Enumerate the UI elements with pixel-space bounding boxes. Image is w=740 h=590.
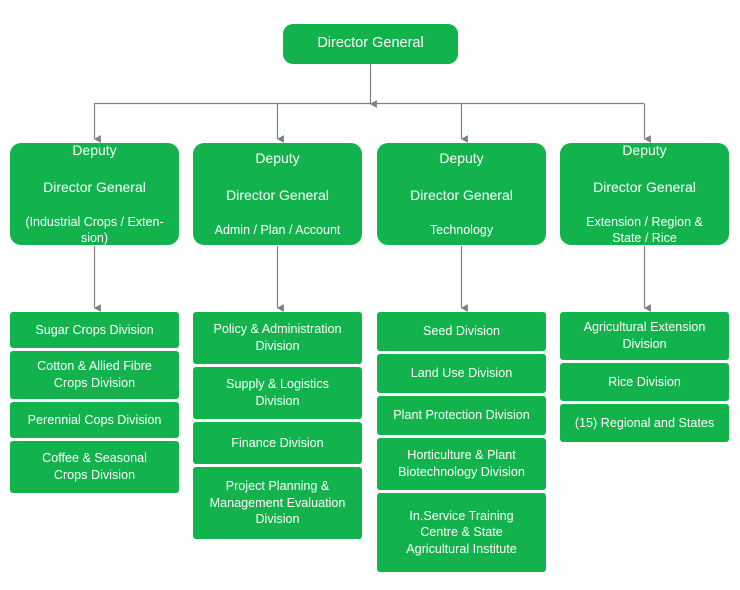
node-label: (15) Regional and States bbox=[574, 415, 715, 430]
node-deputy-director-general-3[interactable]: Deputy Director General Technology bbox=[377, 143, 546, 245]
node-label: Agricultural Extension Division bbox=[583, 320, 706, 351]
node-label: Project Planning & Management Evaluation… bbox=[209, 479, 346, 527]
node-label: Cotton & Allied Fibre Crops Division bbox=[37, 359, 152, 390]
node-label-line2: Director General bbox=[593, 178, 696, 195]
node-division[interactable]: (15) Regional and States bbox=[560, 404, 729, 442]
node-label: Seed Division bbox=[422, 324, 500, 339]
node-label-group: Deputy Director General (Industrial Crop… bbox=[16, 123, 173, 264]
node-division[interactable]: Supply & Logistics Division bbox=[193, 367, 362, 419]
node-label: Coffee & Seasonal Crops Division bbox=[42, 451, 147, 482]
node-division[interactable]: Land Use Division bbox=[377, 354, 546, 393]
node-division[interactable]: Agricultural Extension Division bbox=[560, 312, 729, 360]
node-deputy-director-general-2[interactable]: Deputy Director General Admin / Plan / A… bbox=[193, 143, 362, 245]
node-division[interactable]: Cotton & Allied Fibre Crops Division bbox=[10, 351, 179, 399]
node-label: Perennial Cops Division bbox=[27, 412, 162, 427]
node-label: Policy & Administration Division bbox=[213, 322, 342, 353]
node-label-line3: Admin / Plan / Account bbox=[214, 223, 341, 238]
node-division[interactable]: Horticulture & Plant Biotechnology Divis… bbox=[377, 438, 546, 490]
node-division[interactable]: Seed Division bbox=[377, 312, 546, 351]
node-label-line3: (Industrial Crops / Exten- sion) bbox=[25, 214, 164, 246]
node-label-line1: Deputy bbox=[622, 142, 667, 159]
node-label-line3: Extension / Region & State / Rice bbox=[586, 214, 703, 246]
node-label: Finance Division bbox=[231, 435, 324, 450]
node-division[interactable]: Policy & Administration Division bbox=[193, 312, 362, 364]
node-label: Director General bbox=[317, 35, 424, 52]
node-division[interactable]: Perennial Cops Division bbox=[10, 402, 179, 438]
node-label-line2: Director General bbox=[226, 186, 329, 203]
node-label-line2: Director General bbox=[410, 186, 513, 203]
node-label-line1: Deputy bbox=[72, 142, 117, 159]
node-label: Rice Division bbox=[608, 374, 681, 389]
node-label-line1: Deputy bbox=[255, 150, 300, 167]
node-label-line1: Deputy bbox=[439, 150, 484, 167]
node-director-general[interactable]: Director General bbox=[283, 24, 458, 64]
node-label: Supply & Logistics Division bbox=[226, 377, 329, 408]
node-deputy-director-general-1[interactable]: Deputy Director General (Industrial Crop… bbox=[10, 142, 179, 245]
node-division[interactable]: Plant Protection Division bbox=[377, 396, 546, 435]
node-label-group: Deputy Director General Extension / Regi… bbox=[566, 123, 723, 264]
node-division[interactable]: Project Planning & Management Evaluation… bbox=[193, 467, 362, 539]
node-division[interactable]: Finance Division bbox=[193, 422, 362, 464]
node-label: Plant Protection Division bbox=[393, 408, 530, 423]
node-label: Land Use Division bbox=[410, 366, 513, 381]
node-label-group: Deputy Director General Technology bbox=[383, 132, 540, 257]
node-label: Horticulture & Plant Biotechnology Divis… bbox=[398, 448, 525, 479]
node-label-line3: Technology bbox=[429, 223, 494, 238]
node-division[interactable]: Sugar Crops Division bbox=[10, 312, 179, 348]
node-division[interactable]: Coffee & Seasonal Crops Division bbox=[10, 441, 179, 493]
node-deputy-director-general-4[interactable]: Deputy Director General Extension / Regi… bbox=[560, 142, 729, 245]
node-label: Sugar Crops Division bbox=[35, 322, 154, 337]
node-division[interactable]: Rice Division bbox=[560, 363, 729, 401]
node-division[interactable]: In.Service Training Centre & State Agric… bbox=[377, 493, 546, 572]
node-label: In.Service Training Centre & State Agric… bbox=[406, 508, 517, 556]
node-label-line2: Director General bbox=[43, 178, 146, 195]
node-label-group: Deputy Director General Admin / Plan / A… bbox=[199, 132, 356, 257]
